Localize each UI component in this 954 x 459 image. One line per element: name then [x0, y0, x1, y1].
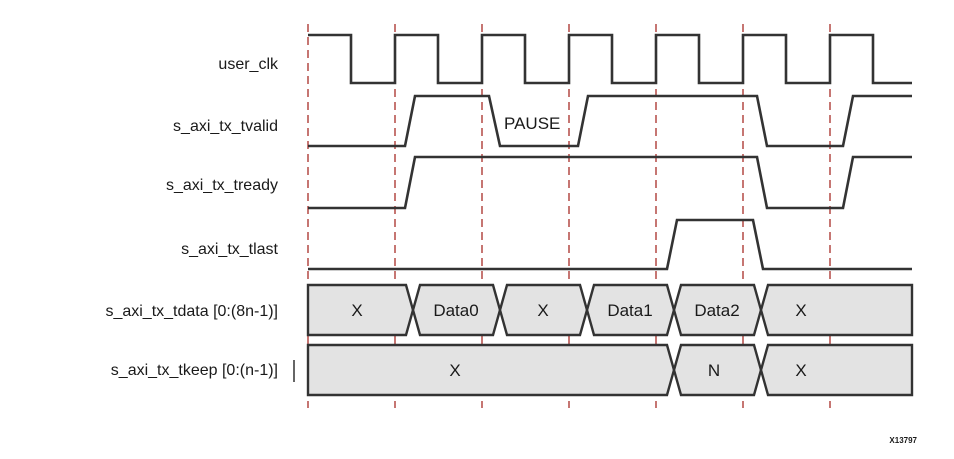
tdata-label: Data2: [694, 301, 739, 320]
tkeep-label: N: [708, 361, 720, 380]
tdata-segment: [759, 283, 914, 337]
label-tlast: s_axi_tx_tlast: [181, 241, 278, 258]
tdata-bus: X Data0 X Data1 Data2 X: [306, 283, 914, 337]
label-tready: s_axi_tx_tready: [166, 177, 278, 194]
figure-id: X13797: [889, 436, 917, 445]
label-user-clk: user_clk: [218, 56, 279, 73]
tdata-label: Data0: [433, 301, 478, 320]
tready-wave: [308, 155, 912, 210]
tkeep-label: X: [795, 361, 806, 380]
tdata-label: X: [351, 301, 362, 320]
tdata-label: X: [795, 301, 806, 320]
user-clk-wave: [308, 33, 912, 85]
tkeep-label: X: [449, 361, 460, 380]
tdata-segment: [306, 283, 415, 337]
tkeep-segment: [759, 343, 914, 397]
tkeep-segment: [306, 343, 676, 397]
pause-annotation: PAUSE: [504, 114, 560, 133]
tlast-wave: [308, 218, 912, 271]
tdata-label: Data1: [607, 301, 652, 320]
label-tvalid: s_axi_tx_tvalid: [173, 118, 278, 135]
tdata-label: X: [537, 301, 548, 320]
tkeep-bus: X N X: [306, 343, 914, 397]
tvalid-wave: [308, 94, 912, 148]
label-tkeep: s_axi_tx_tkeep [0:(n-1)]: [111, 362, 278, 379]
label-tdata: s_axi_tx_tdata [0:(8n-1)]: [105, 303, 278, 320]
